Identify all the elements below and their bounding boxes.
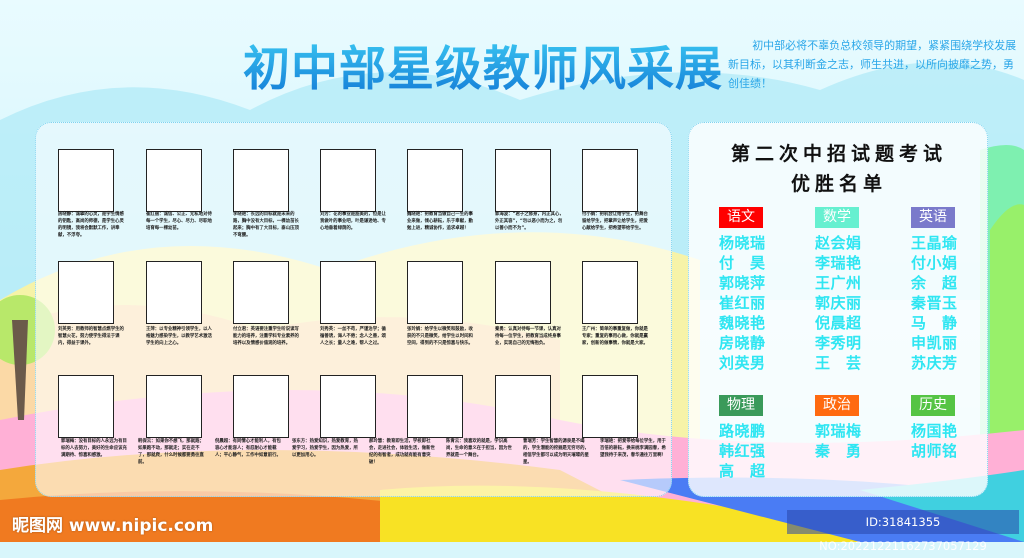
teacher-photo-frame: [407, 261, 463, 324]
teacher-photo-frame: [233, 261, 289, 324]
teacher-motto: 陈青云：我喜欢的就是，学识高尚，生命的意义在于担当，因为世界就是一个舞台。: [446, 439, 512, 458]
student-name-list: 赵会娟李瑞艳王广州郭庆丽倪晨超李秀明王芸: [815, 233, 861, 373]
teacher-motto: 王广州：简单的事重复做，你就是专家；重复的事用心做，你就是赢家，创新的做事情，你…: [582, 327, 648, 346]
teacher-photo-frame: [146, 149, 202, 212]
subject-label: 英语: [911, 207, 955, 228]
teacher-photo-frame: [146, 375, 202, 438]
teacher-motto: 李瑞艳：把爱带给每位学生，用于百倍的耕耘，换来桃李满园春，希望我待于来茂，春华通…: [600, 439, 666, 458]
teacher-photo-frame: [58, 375, 114, 438]
student-name-list: 杨晓瑞付昊郭晓萍崔红丽魏晓艳房晓静刘英男: [719, 233, 765, 373]
student-name: 李秀明: [815, 334, 861, 352]
teacher-motto: 刘芳：花的事业是甜美的，但是让我做叶的事业吧，叶是谦逊地、专心地垂着绿荫的。: [320, 212, 386, 231]
student-name: 苏庆芳: [911, 354, 957, 372]
subject-label: 物理: [719, 395, 763, 416]
teacher-motto: 郭瑞梅：没有目标的人永远为有目标的人去努力，美好的生命应该充满期待、惊喜和感激。: [61, 439, 127, 458]
teacher-motto: 倪晨超：有同情心才能利人，有包容心才能容人；有忍耐心才能载人；平心静气，工作中如…: [215, 439, 281, 458]
student-name: 王芸: [815, 354, 861, 372]
student-name: 杨晓瑞: [719, 234, 765, 252]
student-name-list: 郭瑞梅秦勇: [815, 421, 861, 461]
teacher-photo-frame: [233, 149, 289, 212]
teacher-motto: 韩保云：如果你不想飞，那就跑；如果跑不动，那就走；实在走不了，那就爬，什么时候都…: [138, 439, 204, 465]
teacher-motto: 付立君：英语要注重学生听说读写能力的培养，注重学科专业素养的培养以及情感价值观的…: [233, 327, 299, 346]
student-name-list: 王晶瑜付小娟余超秦晋玉马静申凯丽苏庆芳: [911, 233, 957, 373]
teacher-motto: 郭海波：“君子之修身，内正其心，外正其容”，“勿以恶小而为之，勿以善小而不为”。: [495, 212, 564, 231]
student-name: 郭庆丽: [815, 294, 861, 312]
teacher-motto: 魏晓艳：把教育当做自己一生的事业来做，倾心耕耘，乐于奉献，勤勉上进，精诚协作，追…: [407, 212, 473, 231]
teacher-motto: 郝玲慧：教育即生活，学校即社会，走进社会，体验生活，做新世纪的有智者，成功就有能…: [369, 439, 435, 465]
student-name: 王广州: [815, 274, 861, 292]
student-name: 赵会娟: [815, 234, 861, 252]
student-name: 李瑞艳: [815, 254, 861, 272]
teacher-photo-frame: [146, 261, 202, 324]
student-name: 刘英男: [719, 354, 765, 372]
subject-label: 政治: [815, 395, 859, 416]
student-name: 秦晋玉: [911, 294, 957, 312]
teacher-motto: 付小娟：把机会让给学生，把舞台留给学生，把掌声让给学生，把爱心献给学生，把希望带…: [582, 212, 648, 231]
teacher-photo-frame: [58, 149, 114, 212]
teacher-motto: 房晓静：诚挚的心灵，是学生情感的钥匙，高尚的师德，是学生心灵的明镜，我将会默默工…: [58, 212, 124, 238]
student-name: 马静: [911, 314, 957, 332]
student-name: 余超: [911, 274, 957, 292]
student-name: 郭晓萍: [719, 274, 765, 292]
honor-list-subtitle: 优胜名单: [790, 173, 887, 195]
student-name: 韩红强: [719, 442, 765, 460]
image-id-watermark: ID:31841355 NO:20221221162737057129: [787, 510, 1019, 553]
teacher-motto: 崔红丽：诚信、公正、无私地对待每一个学生，尽心、尽力、尽职地培育每一棵幼苗。: [146, 212, 212, 231]
student-name: 郭瑞梅: [815, 422, 861, 440]
student-name: 高超: [719, 462, 765, 480]
student-name: 路晓鹏: [719, 422, 765, 440]
teacher-photo-frame: [320, 375, 376, 438]
teacher-showcase-panel: 房晓静：诚挚的心灵，是学生情感的钥匙，高尚的师德，是学生心灵的明镜，我将会默默工…: [35, 122, 672, 497]
teacher-photo-frame: [233, 375, 289, 438]
teacher-motto: 王萍：以专业精神引领学生，以人格魅力感染学生，以教学艺术激活学生的向上之心。: [146, 327, 212, 346]
teacher-photo-frame: [495, 149, 551, 212]
teacher-photo-frame: [582, 149, 638, 212]
teacher-motto: 秦勇：认真对待每一节课，认真对待每一位学生，把教育当成终身事业，实现自己的无悔抱…: [495, 327, 561, 346]
teacher-photo-frame: [495, 375, 551, 438]
teacher-photo-frame: [407, 149, 463, 212]
student-name: 申凯丽: [911, 334, 957, 352]
page-title: 初中部星级教师风采展: [243, 30, 723, 99]
student-name-list: 杨国艳胡师铭: [911, 421, 957, 461]
teacher-motto: 刘英男：用教师的智慧点燃学生的智慧火花，努力使学生得法于课内，得益于课外。: [58, 327, 124, 346]
student-name: 付小娟: [911, 254, 957, 272]
teacher-motto: 张玲娟：给学生以微笑和鼓励，收获的不只是微笑，给学生以时间和空间，得到的不只是惊…: [407, 327, 473, 346]
teacher-motto: 刘秀英：一丝不苟，严谨治学；循循善诱，诲人不倦；念人之善，颂人之长；量人之难，帮…: [320, 327, 386, 346]
student-name-list: 路晓鹏韩红强高超: [719, 421, 765, 481]
teacher-photo-frame: [495, 261, 551, 324]
teacher-motto: 张东方：热爱知识，热爱教育，热爱学习，热爱学生，因为热爱，所以更加用心。: [292, 439, 358, 458]
teacher-photo-frame: [320, 149, 376, 212]
student-name: 付昊: [719, 254, 765, 272]
student-name: 杨国艳: [911, 422, 957, 440]
motto-text: 初中部必将不辜负总校领导的期望，紧紧围绕学校发展新目标，以其利断金之志，师生共进…: [728, 39, 1017, 90]
teacher-photo-frame: [582, 261, 638, 324]
teacher-photo-frame: [407, 375, 463, 438]
nipic-watermark-logo: 昵图网 www.nipic.com: [12, 516, 214, 536]
subject-label: 语文: [719, 207, 763, 228]
honor-list-title: 第二次中招试题考试: [730, 143, 947, 165]
subject-label: 历史: [911, 395, 955, 416]
student-name: 王晶瑜: [911, 234, 957, 252]
student-name: 秦勇: [815, 442, 861, 460]
subject-label: 数学: [815, 207, 859, 228]
student-name: 崔红丽: [719, 294, 765, 312]
teacher-motto: 曹瑞芳：学生智慧的源泉是不竭的，学生潜能的挖掘是无穷尽的，相信学生都可以成为明天…: [523, 439, 589, 465]
honor-list-panel: 第二次中招试题考试 优胜名单 语文杨晓瑞付昊郭晓萍崔红丽魏晓艳房晓静刘英男 数学赵…: [688, 122, 988, 497]
teacher-motto: 李晓艳：长远的目标就是未来的路，胸中没有大目标，一棵幼苗长起来；胸中有了大目标，…: [233, 212, 299, 238]
student-name: 魏晓艳: [719, 314, 765, 332]
teacher-photo-frame: [320, 261, 376, 324]
teacher-photo-frame: [58, 261, 114, 324]
student-name: 房晓静: [719, 334, 765, 352]
teacher-photo-frame: [582, 375, 638, 438]
student-name: 胡师铭: [911, 442, 957, 460]
student-name: 倪晨超: [815, 314, 861, 332]
